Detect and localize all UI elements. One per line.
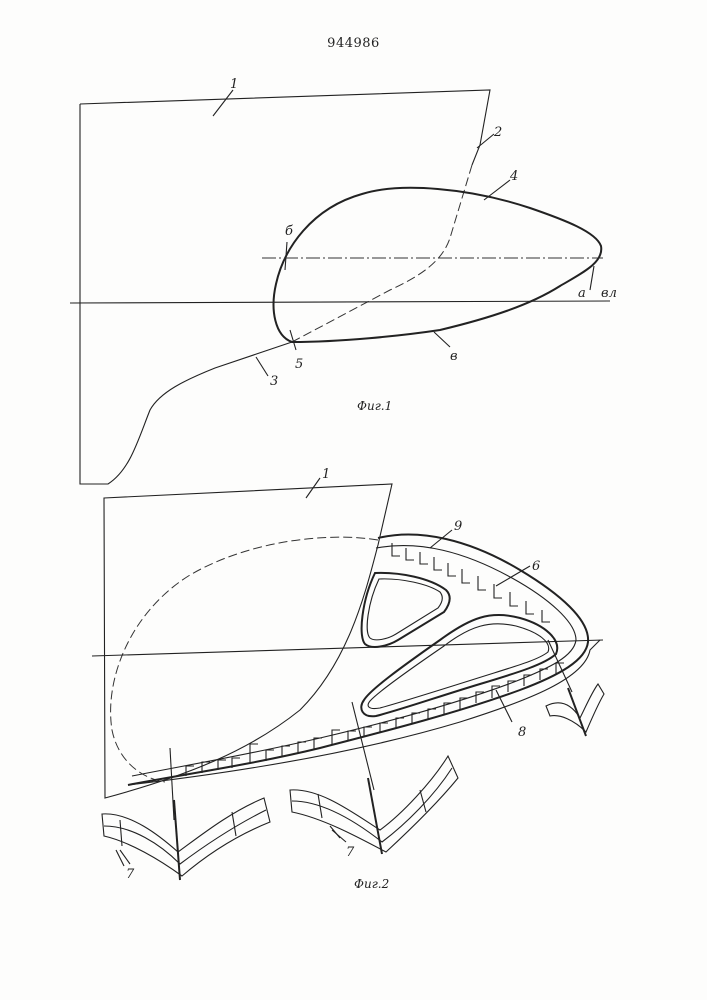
label-v: в bbox=[450, 349, 458, 364]
label-3: 3 bbox=[270, 374, 278, 389]
section-detail-right bbox=[546, 684, 604, 736]
bulb-outline bbox=[274, 188, 602, 342]
label-2: 2 bbox=[493, 125, 502, 140]
waterline-2 bbox=[92, 640, 603, 656]
cutout-upper-inner bbox=[367, 579, 442, 640]
section-detail-mid bbox=[290, 756, 458, 854]
label-b: б bbox=[285, 224, 293, 239]
label-2-7a: 7 bbox=[126, 867, 135, 882]
label-2-9: 9 bbox=[454, 519, 462, 534]
section-line-mid bbox=[352, 702, 374, 790]
label-vl: вл bbox=[601, 286, 617, 301]
label-2-8: 8 bbox=[518, 725, 526, 740]
leader-3 bbox=[256, 357, 268, 376]
figure-2-caption: Фиг.2 bbox=[354, 877, 389, 891]
label-2-6: 6 bbox=[532, 559, 540, 574]
section-line-left bbox=[170, 748, 174, 820]
label-5: 5 bbox=[295, 357, 303, 372]
hull-outline bbox=[80, 90, 490, 484]
hull-plate bbox=[104, 484, 392, 798]
cutout-lower-inner bbox=[368, 624, 549, 709]
leader-2-6 bbox=[496, 566, 530, 586]
label-1: 1 bbox=[230, 77, 238, 92]
label-2-7b: 7 bbox=[346, 845, 355, 860]
figure-1: 1 2 4 б а вл 5 3 в Фиг.1 bbox=[70, 77, 617, 484]
bottom-ribs bbox=[186, 663, 564, 776]
leader-4 bbox=[484, 180, 510, 200]
leader-2 bbox=[477, 134, 494, 148]
leader-2-7b bbox=[332, 830, 346, 842]
mark-a bbox=[590, 266, 594, 290]
hull-line-2 bbox=[292, 165, 472, 342]
label-2-1: 1 bbox=[322, 467, 330, 482]
cutout-upper bbox=[362, 573, 450, 647]
label-4: 4 bbox=[509, 169, 518, 184]
bulb-frame-inner bbox=[132, 546, 576, 776]
leader-v bbox=[434, 332, 450, 347]
figure-2: 1 9 6 8 7 7 Фиг.2 bbox=[92, 467, 604, 891]
figure-1-caption: Фиг.1 bbox=[357, 399, 392, 413]
leader-1 bbox=[213, 90, 233, 116]
label-a: а bbox=[578, 286, 586, 301]
